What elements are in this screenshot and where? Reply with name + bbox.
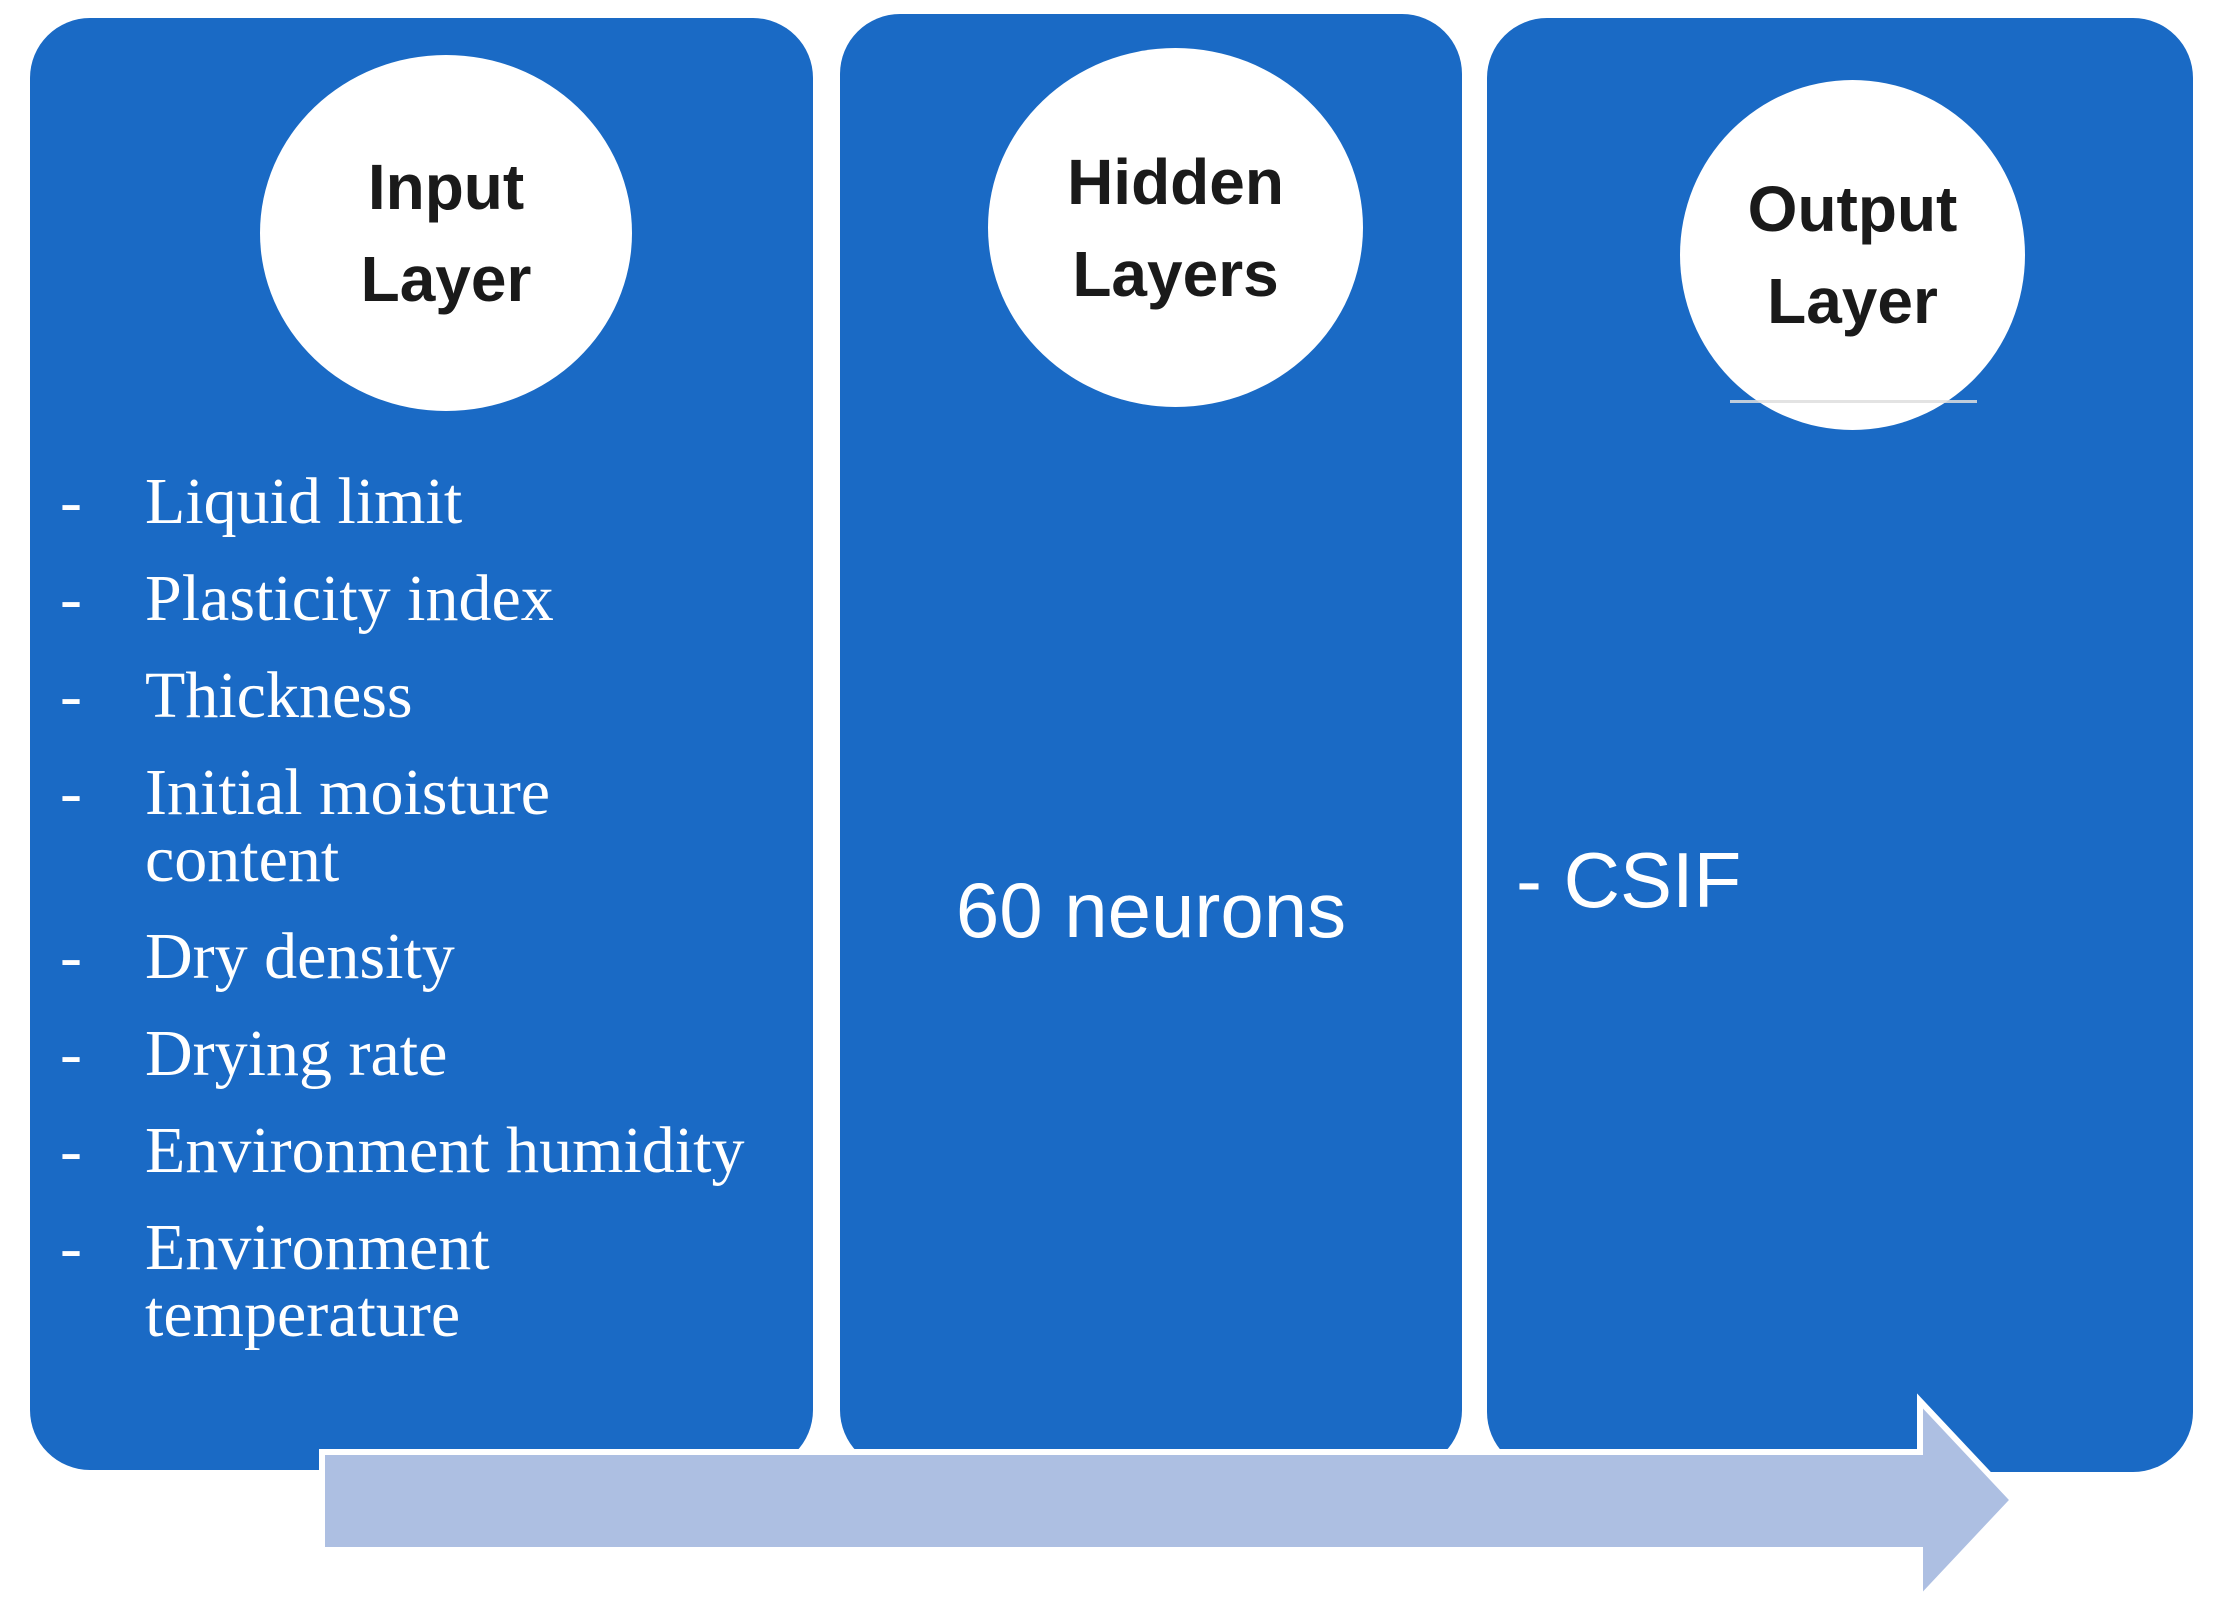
feature-text: Liquid limit <box>145 465 463 538</box>
feature-text: Drying rate <box>145 1017 448 1090</box>
feature-text: Environment humidity <box>145 1114 745 1187</box>
title-underline-artifact <box>1730 400 1977 403</box>
hidden-layers-neurons-label: 60 neurons <box>955 866 1347 954</box>
hidden-layers-circle: Hidden Layers <box>988 48 1363 407</box>
output-layer-panel: Output Layer <box>1487 18 2193 1472</box>
hidden-layers-panel: Hidden Layers <box>840 14 1462 1470</box>
input-layer-title: Input Layer <box>361 141 532 325</box>
hidden-layers-title-line1: Hidden <box>1067 145 1284 218</box>
list-item: - Initial moisture content <box>60 759 744 893</box>
hidden-layers-title: Hidden Layers <box>1067 136 1284 320</box>
list-item: - Liquid limit <box>60 468 744 535</box>
feature-text: Initial moisture content <box>145 756 551 896</box>
input-feature-list: - Liquid limit - Plasticity index - Thic… <box>60 468 744 1378</box>
dash-bullet: - <box>60 562 82 635</box>
dash-bullet: - <box>60 920 82 993</box>
dash-bullet: - <box>60 465 82 538</box>
list-item: - Plasticity index <box>60 565 744 632</box>
list-item: - Thickness <box>60 662 744 729</box>
feature-text: Dry density <box>145 920 455 993</box>
input-layer-title-line1: Input <box>367 151 525 223</box>
feature-text: Plasticity index <box>145 562 554 635</box>
list-item: - Environment humidity <box>60 1117 744 1184</box>
input-layer-panel: Input Layer - Liquid limit - Plasticity … <box>30 18 813 1470</box>
dash-bullet: - <box>60 659 82 732</box>
input-layer-title-line2: Layer <box>360 243 532 315</box>
list-item: - Dry density <box>60 923 744 990</box>
list-item: - Drying rate <box>60 1020 744 1087</box>
dash-bullet: - <box>60 1114 82 1187</box>
feature-text: Environment temperature <box>145 1211 490 1351</box>
output-layer-title-line1: Output <box>1747 173 1958 245</box>
dash-bullet: - <box>60 1017 82 1090</box>
feature-text: Thickness <box>145 659 413 732</box>
list-item: - Environment temperature <box>60 1214 744 1348</box>
dash-bullet: - <box>60 756 82 829</box>
output-layer-title-line2: Layer <box>1767 265 1938 337</box>
output-csif-label: - CSIF <box>1516 836 1742 924</box>
output-layer-title: Output Layer <box>1748 163 1958 347</box>
dash-bullet: - <box>60 1211 82 1284</box>
output-layer-circle: Output Layer <box>1680 80 2025 430</box>
hidden-layers-title-line2: Layers <box>1072 237 1279 310</box>
input-layer-circle: Input Layer <box>260 55 632 411</box>
